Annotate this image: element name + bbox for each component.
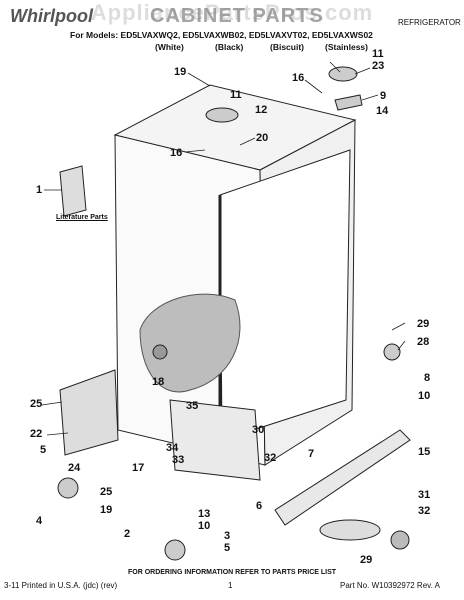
callout-2: 2 [124,528,131,540]
literature-booklet [59,165,87,217]
models-line: For Models: ED5LVAXWQ2, ED5LVAXWB02, ED5… [70,30,373,40]
footer-part-number: Part No. W10392972 Rev. A [340,581,440,590]
callout-11-top: 11 [230,89,242,101]
callout-31: 32 [264,452,277,464]
footer-print-info: 3-11 Printed in U.S.A. (jdc) (rev) [4,581,118,590]
callout-6: 6 [256,500,263,512]
drain-part [152,344,168,360]
callout-4: 4 [36,515,43,527]
motor-part [57,477,79,499]
callout-17: 17 [132,462,145,474]
column-biscuit: (Biscuit) [270,42,304,52]
callout-14: 14 [376,105,389,117]
brand-logo: Whirlpool [10,6,93,26]
column-black: (Black) [215,42,244,52]
callout-20: 20 [256,132,269,144]
roller-part [319,519,381,541]
callout-30: 32 [418,505,431,517]
callout-32: 33 [172,454,185,466]
callout-27: 29 [417,318,430,330]
callout-10-lower: 10 [198,520,211,532]
callout-11-right: 11 [372,48,384,60]
callout-9: 9 [380,90,387,102]
column-white: (White) [155,42,184,52]
callout-12: 12 [255,104,268,116]
callout-28: 30 [252,424,265,436]
hinge-part [334,94,363,111]
callout-19: 19 [100,504,113,516]
callout-33: 29 [360,554,373,566]
callout-10-right: 10 [418,390,431,402]
watermark: AppliancePartsPros.com [90,0,374,25]
callout-24: 24 [68,462,81,474]
callout-21: 22 [30,428,43,440]
callout-34: 34 [166,442,179,454]
column-stainless: (Stainless) [325,42,368,52]
footer-page-number: 1 [228,581,233,590]
callout-22: 19 [174,66,187,78]
callout-5: 5 [40,444,47,456]
callout-16-lower: 16 [170,147,183,159]
callout-29: 31 [418,489,431,501]
ordering-note: FOR ORDERING INFORMATION REFER TO PARTS … [127,569,337,576]
side-panel [59,369,119,456]
callout-15: 15 [418,446,431,458]
callout-18: 18 [152,376,165,388]
callout-23: 23 [372,60,385,72]
callout-13: 13 [198,508,211,520]
wheel-part [390,530,410,550]
cabinet-opening [219,149,351,441]
callout-1: 1 [36,184,43,196]
top-cap-part [205,107,239,123]
callout-26: 28 [417,336,430,348]
callout-3: 3 [224,530,231,542]
literature-parts-label: Literature Parts [56,214,108,221]
cutaway-region [139,293,241,393]
bracket-part [383,343,401,361]
hinge-cap-part [328,66,358,82]
callout-25-upper: 25 [30,398,43,410]
callout-25-lower: 25 [100,486,113,498]
category-label: REFRIGERATOR [398,18,461,27]
machine-compartment [169,399,261,481]
callout-5-lower: 5 [224,542,231,554]
callout-7: 7 [308,448,315,460]
leveler-part [164,539,186,561]
callout-35: 35 [186,400,199,412]
bottom-rail [274,429,411,526]
callout-16-upper: 16 [292,72,305,84]
page-title: CABINET PARTS [150,5,324,27]
callout-8: 8 [424,372,431,384]
